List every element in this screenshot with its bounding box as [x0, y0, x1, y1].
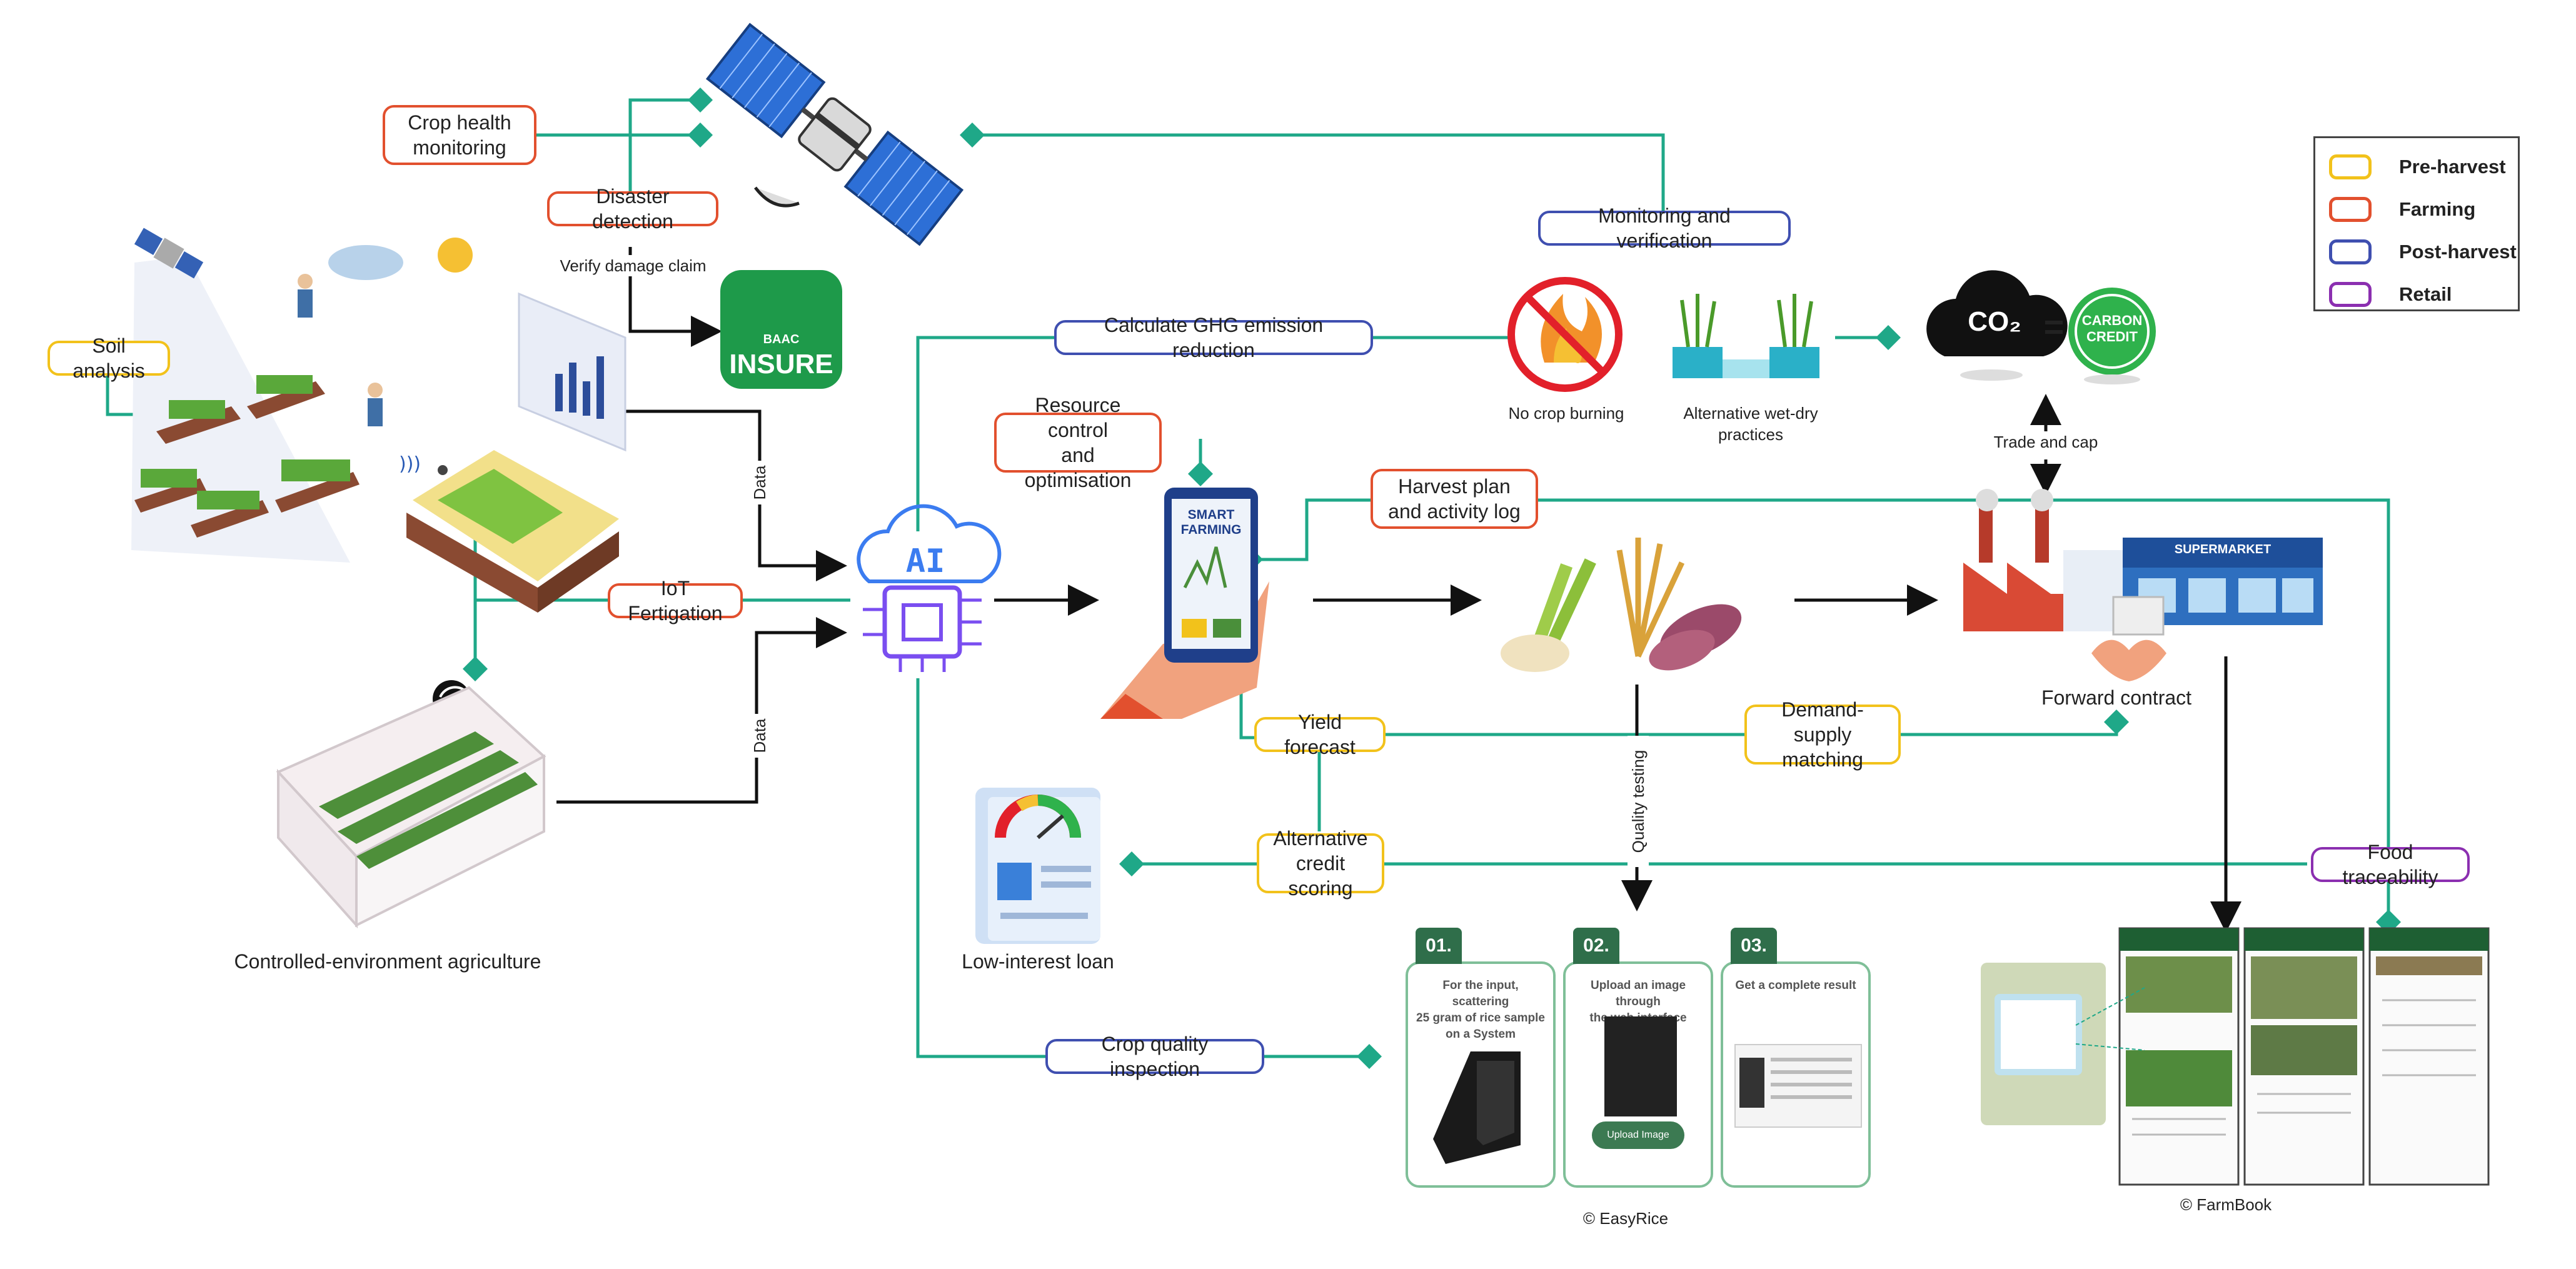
quality-testing-label: Quality testing — [1628, 736, 1649, 867]
yield-forecast-tag: Yield forecast — [1254, 711, 1386, 758]
legend-label: Pre-harvest — [2399, 156, 2506, 178]
farm-illustration: ))) — [131, 228, 626, 613]
easyrice-step-3: 03. Get a complete result — [1721, 928, 1871, 1188]
cea-caption: Controlled-environment agriculture — [234, 950, 541, 973]
crops-illustration — [1501, 538, 1742, 672]
smart-farming-phone-icon — [1100, 488, 1269, 719]
farmbook-screens — [1981, 927, 2490, 1186]
legend-label: Post-harvest — [2399, 241, 2517, 263]
legend-label: Farming — [2399, 198, 2476, 220]
scanned-rice-image — [1604, 1016, 1677, 1116]
no-crop-burning-caption: No crop burning — [1508, 404, 1624, 423]
disaster-detection-tag: Disaster detection — [547, 185, 718, 233]
legend-swatch — [2329, 239, 2372, 264]
factory-supermarket-illustration — [1963, 489, 2323, 681]
crop-health-monitoring-tag: Crop health monitoring — [383, 105, 536, 165]
legend-label: Retail — [2399, 283, 2452, 305]
iot-fertigation-tag: IoT Fertigation — [608, 577, 743, 624]
credit-report-icon — [975, 788, 1100, 944]
insure-top-label: BAAC — [763, 333, 800, 346]
wet-dry-practice-icon — [1673, 294, 1819, 378]
farmbook-credit: © FarmBook — [2180, 1195, 2272, 1214]
crop-quality-inspection-tag: Crop quality inspection — [1045, 1033, 1264, 1080]
supermarket-sign: SUPERMARKET — [2174, 543, 2272, 556]
legend: Pre-harvest Farming Post-harvest Retail — [2313, 136, 2520, 311]
wet-dry-caption: Alternative wet-dry practices — [1683, 404, 1818, 444]
legend-item-farming: Farming — [2329, 194, 2475, 224]
calculate-ghg-tag: Calculate GHG emission reduction — [1054, 314, 1373, 361]
legend-swatch — [2329, 154, 2372, 179]
legend-item-pre-harvest: Pre-harvest — [2329, 152, 2506, 182]
scanner-icon — [1433, 1051, 1521, 1164]
legend-swatch — [2329, 282, 2372, 307]
verify-damage-claim-label: Verify damage claim — [544, 255, 722, 276]
ai-chip-icon — [857, 504, 1002, 672]
trade-and-cap-label: Trade and cap — [1977, 431, 2115, 453]
harvest-plan-tag: Harvest plan and activity log — [1371, 469, 1538, 529]
result-report-thumbnail — [1734, 1044, 1862, 1128]
soil-analysis-tag: Soil analysis — [48, 334, 170, 382]
step-number: 01. — [1416, 928, 1462, 964]
legend-item-post-harvest: Post-harvest — [2329, 237, 2517, 267]
greenhouse-illustration — [276, 686, 546, 929]
demand-supply-tag: Demand-supply matching — [1744, 698, 1901, 771]
co2-cloud-icon — [1926, 270, 2068, 381]
equals-sign: = — [2043, 307, 2065, 346]
low-interest-loan-caption: Low-interest loan — [962, 950, 1114, 973]
data-label-bottom: Data — [749, 714, 770, 758]
no-burning-icon — [1507, 277, 1623, 392]
satellite-icon — [705, 23, 964, 246]
legend-item-retail: Retail — [2329, 279, 2452, 309]
data-label-top: Data — [749, 461, 770, 504]
ai-label: AI — [905, 543, 945, 580]
insure-bottom-label: INSURE — [729, 349, 833, 379]
smart-farming-label: SMART FARMING — [1180, 508, 1242, 537]
step-text: Upload an image through the web interfac… — [1589, 979, 1686, 1025]
step-number: 03. — [1731, 928, 1777, 964]
step-text: Get a complete result — [1735, 979, 1856, 992]
food-traceability-tag: Food traceability — [2311, 841, 2470, 888]
legend-swatch — [2329, 197, 2372, 222]
step-number: 02. — [1573, 928, 1619, 964]
monitoring-verification-tag: Monitoring and verification — [1538, 204, 1791, 252]
baac-insure-icon: BAAC INSURE — [720, 270, 842, 389]
carbon-credit-icon — [2068, 288, 2156, 384]
easyrice-step-2: 02. Upload an image through the web inte… — [1563, 928, 1713, 1188]
forward-contract-caption: Forward contract — [2041, 686, 2192, 709]
easyrice-step-1: 01. For the input, scattering 25 gram of… — [1406, 928, 1556, 1188]
step-text: For the input, scattering 25 gram of ric… — [1416, 979, 1545, 1041]
easyrice-credit: © EasyRice — [1582, 1209, 1669, 1228]
svg-text:))): ))) — [399, 453, 421, 475]
alternative-credit-scoring-tag: Alternative credit scoring — [1257, 827, 1384, 900]
upload-image-button[interactable]: Upload Image — [1592, 1121, 1684, 1149]
carbon-credit-label: CARBON CREDIT — [2081, 313, 2143, 344]
resource-control-tag: Resource control and optimisation — [994, 394, 1162, 491]
co2-label: CO₂ — [1968, 306, 2021, 337]
